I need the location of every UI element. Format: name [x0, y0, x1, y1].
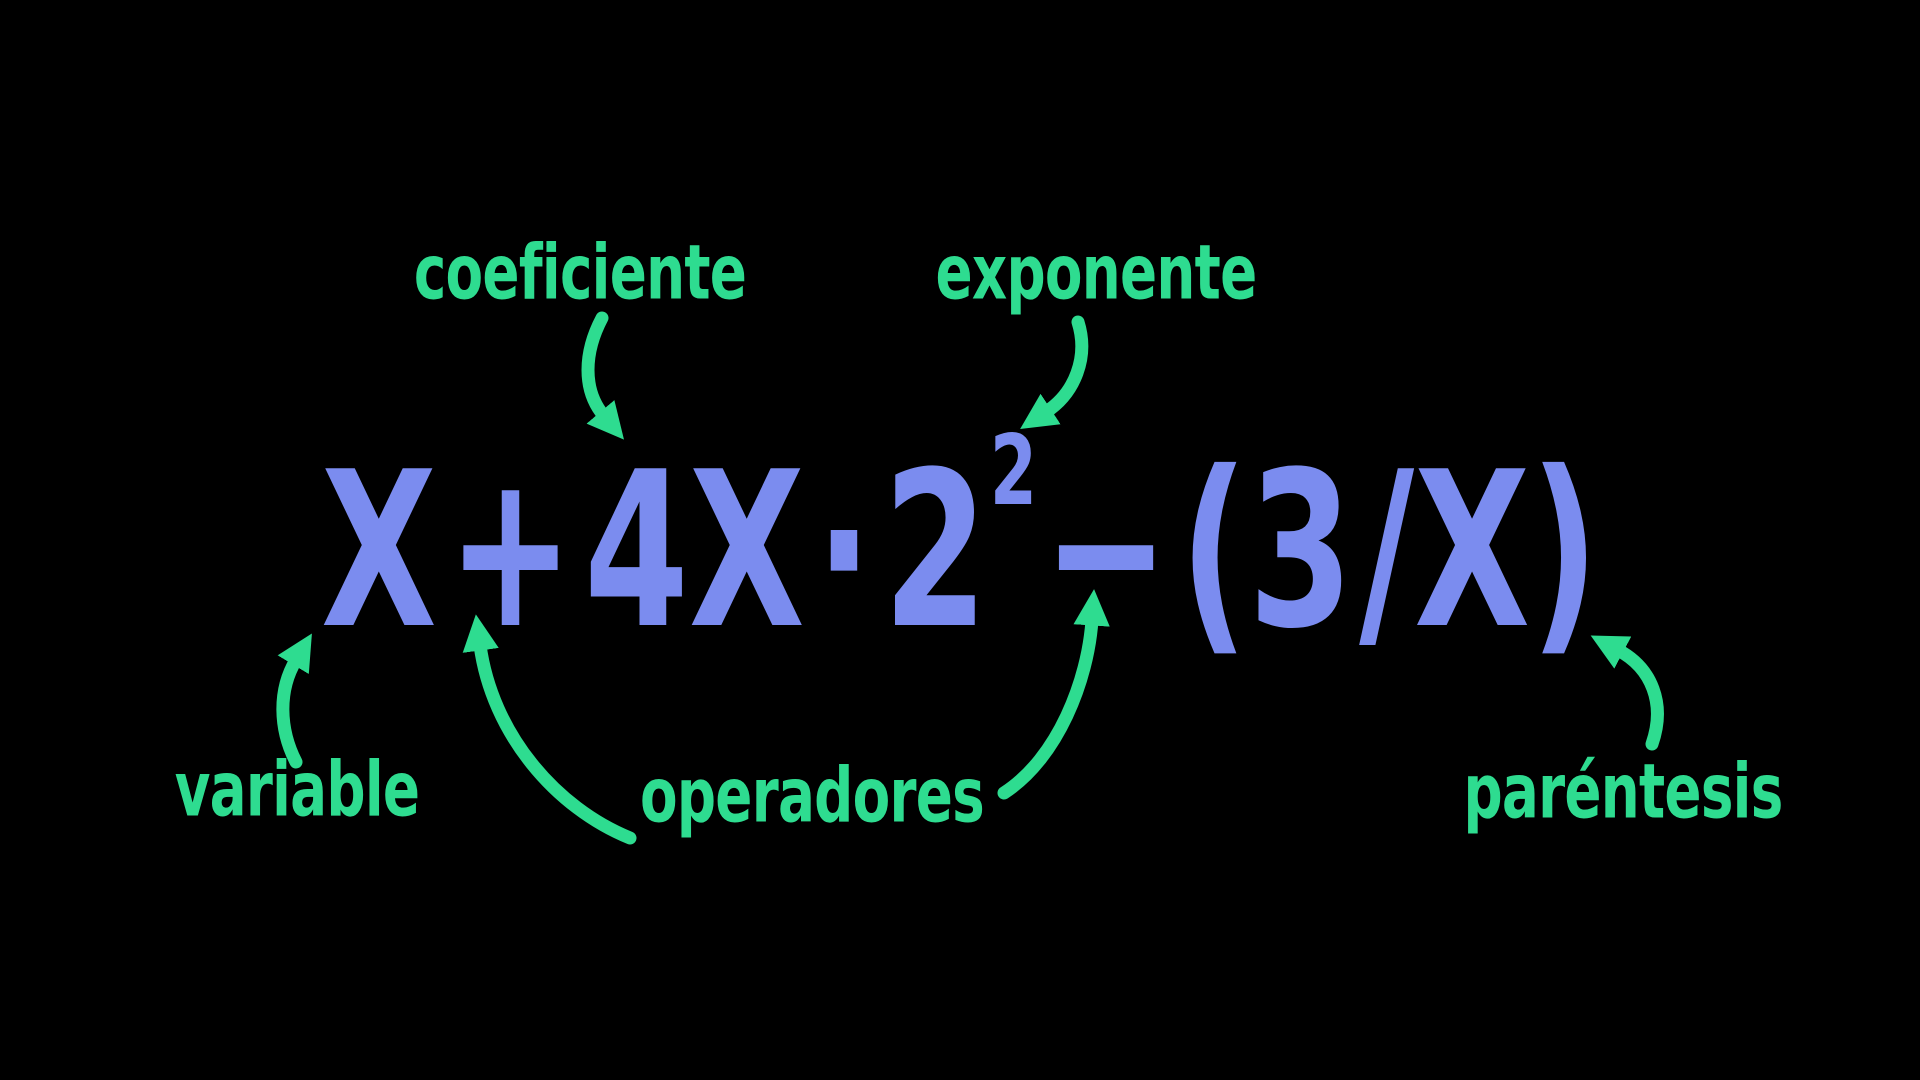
- variable-label: variable: [174, 744, 420, 834]
- expression-close-paren: ): [1530, 425, 1600, 676]
- expression-plus-operator: +: [447, 425, 574, 676]
- expression-coefficient-variable: X: [688, 425, 805, 676]
- coefficient-arrow: [581, 311, 624, 440]
- exponent-label: exponente: [935, 227, 1258, 317]
- parentheses-label: paréntesis: [1463, 746, 1783, 836]
- expression-multiplication-dot: ·: [815, 425, 873, 676]
- expression-coefficient: 4: [584, 425, 689, 676]
- expression-row: X+4X·22−(3/X): [0, 422, 1920, 676]
- expression-minus-operator: −: [1043, 425, 1170, 676]
- expression-denominator: X: [1414, 425, 1531, 676]
- coefficient-label: coeficiente: [413, 227, 747, 317]
- expression-numerator: 3: [1248, 425, 1354, 676]
- algebraic-expression: X+4X·22−(3/X): [320, 422, 1600, 676]
- parentheses-arrow: [1590, 635, 1664, 751]
- operators-label: operadores: [639, 750, 985, 840]
- expression-open-paren: (: [1179, 425, 1249, 676]
- expression-exponent: 2: [989, 414, 1038, 528]
- expression-base: 2: [883, 425, 988, 676]
- expression-division-slash: /: [1359, 425, 1415, 676]
- exponent-arrow: [1020, 315, 1089, 429]
- expression-variable-term: X: [320, 425, 437, 676]
